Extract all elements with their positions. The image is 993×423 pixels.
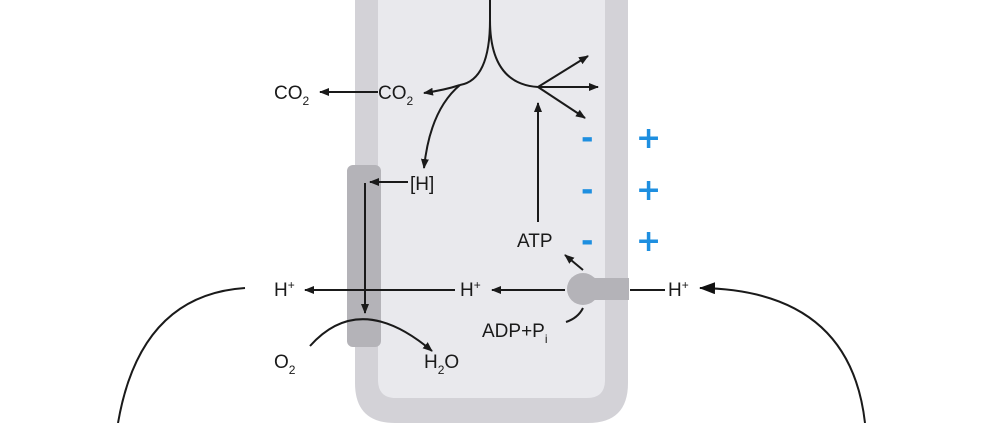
atp-label: ATP — [517, 231, 553, 252]
plus-sign: + — [636, 173, 661, 208]
plus-sign: + — [636, 121, 661, 156]
membrane-charges: - - - + + + — [581, 121, 661, 259]
adp-pi-label: ADP+Pi — [482, 321, 548, 346]
co2-outer-label: CO2 — [274, 83, 310, 108]
h2o-label: H2O — [424, 352, 459, 377]
h-carrier-label: [H] — [410, 174, 434, 195]
o2-label: O2 — [274, 352, 296, 377]
pathway-arrows — [117, 0, 866, 423]
minus-sign: - — [581, 121, 593, 156]
plus-sign: + — [636, 224, 661, 259]
h-plus-mid-label: H+ — [460, 278, 481, 301]
matrix — [378, 0, 605, 398]
co2-inner-label: CO2 — [378, 83, 414, 108]
atp-synthase — [567, 273, 629, 305]
h-plus-right-label: H+ — [668, 278, 689, 301]
minus-sign: - — [581, 173, 593, 208]
minus-sign: - — [581, 224, 593, 259]
h-plus-left-label: H+ — [274, 278, 295, 301]
